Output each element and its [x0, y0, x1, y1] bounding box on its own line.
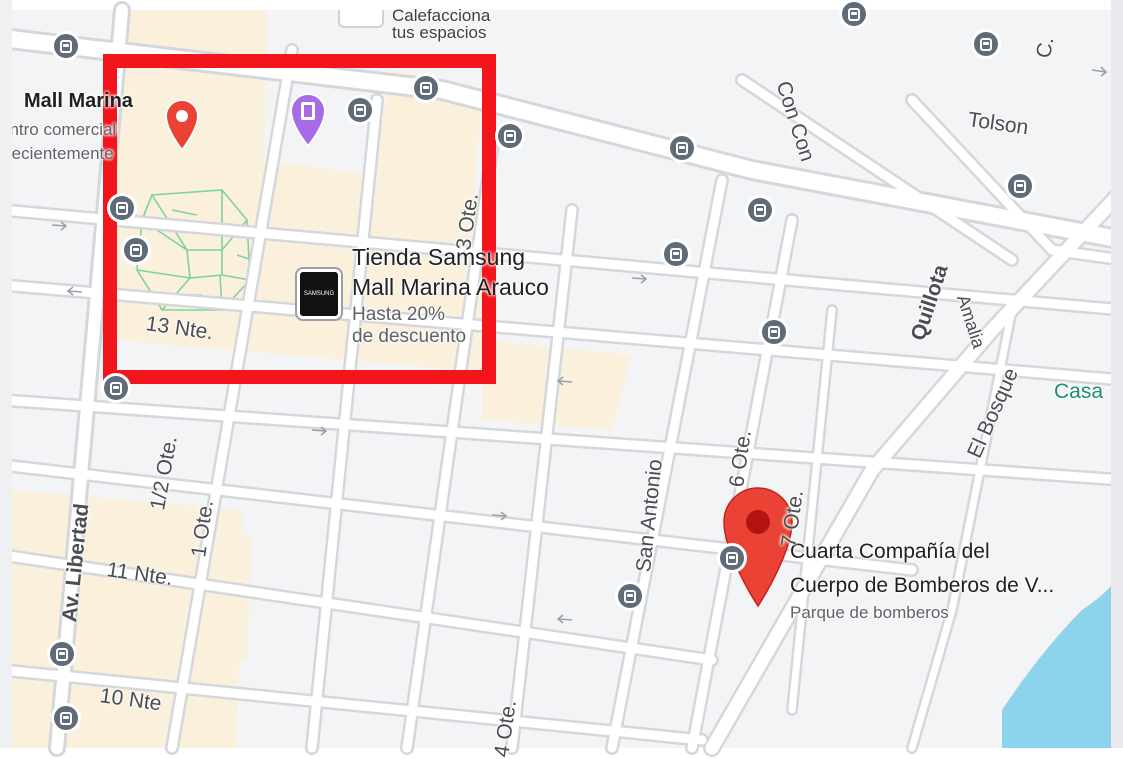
samsung-line4: de descuento: [352, 326, 467, 347]
left-edge-strip: [0, 0, 12, 748]
bomberos-line1[interactable]: Cuarta Compañía del: [790, 540, 990, 563]
bus-stop-icon[interactable]: [414, 76, 438, 100]
mall-marina-line1: entro comercial: [0, 120, 117, 139]
highlight-box: [103, 54, 496, 384]
water-area: [1002, 570, 1123, 748]
bus-stop-icon[interactable]: [664, 242, 688, 266]
cinema-pin-icon[interactable]: [287, 90, 329, 148]
bus-stop-icon[interactable]: [974, 32, 998, 56]
bus-stop-icon[interactable]: [720, 546, 744, 570]
street-c-top: C.: [1032, 35, 1059, 60]
bomberos-line2[interactable]: Cuerpo de Bomberos de V...: [790, 574, 1055, 597]
bus-stop-icon[interactable]: [50, 642, 74, 666]
bus-stop-icon[interactable]: [348, 98, 372, 122]
samsung-line1[interactable]: Tienda Samsung: [352, 244, 526, 270]
right-edge-strip: [1111, 0, 1123, 748]
bomberos-category: Parque de bomberos: [790, 603, 949, 622]
bus-stop-icon[interactable]: [54, 706, 78, 730]
ad-line1[interactable]: Calefacciona: [392, 6, 491, 25]
mall-marina-title[interactable]: Mall Marina: [24, 90, 133, 112]
bus-stop-icon[interactable]: [124, 238, 148, 262]
samsung-logo-text: SAMSUNG: [303, 291, 335, 297]
bus-stop-icon[interactable]: [104, 376, 128, 400]
samsung-line2[interactable]: Mall Marina Arauco: [352, 274, 549, 300]
shopping-pin-icon[interactable]: [162, 96, 202, 152]
mall-marina-line2: recientemente: [6, 144, 114, 163]
one-way-arrows: [51, 66, 1108, 624]
casa-label[interactable]: Casa: [1054, 380, 1104, 403]
bus-stop-icon[interactable]: [1008, 174, 1032, 198]
samsung-store-icon[interactable]: SAMSUNG: [297, 269, 341, 319]
ad-card-icon[interactable]: [338, 10, 384, 28]
bus-stop-icon[interactable]: [748, 198, 772, 222]
samsung-line3: Hasta 20%: [352, 304, 445, 325]
bus-stop-icon[interactable]: [498, 124, 522, 148]
bus-stop-icon[interactable]: [842, 2, 866, 26]
bus-stop-icon[interactable]: [110, 196, 134, 220]
ad-line2[interactable]: tus espacios: [392, 23, 487, 42]
bus-stop-icon[interactable]: [54, 34, 78, 58]
bus-stop-icon[interactable]: [762, 320, 786, 344]
bus-stop-icon[interactable]: [618, 584, 642, 608]
bus-stop-icon[interactable]: [670, 136, 694, 160]
